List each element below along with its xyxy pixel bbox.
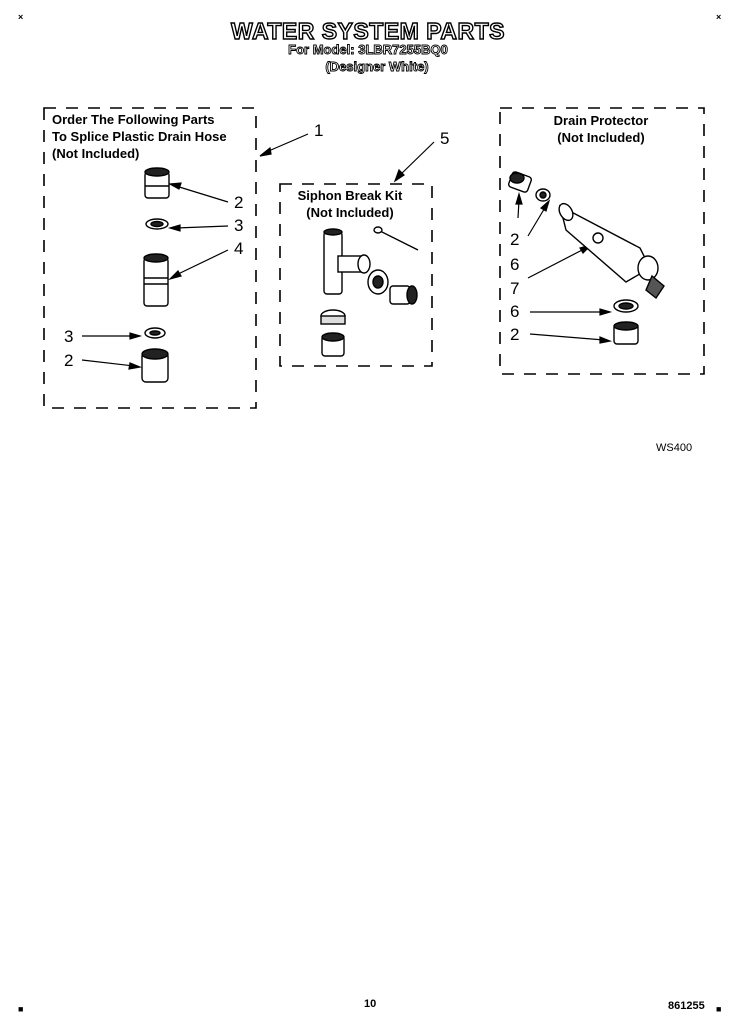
page-number: 10 bbox=[364, 998, 377, 1010]
page-title: WATER SYSTEM PARTS bbox=[230, 17, 505, 44]
callout-number: 5 bbox=[440, 129, 450, 148]
corner-mark-icon: ■ bbox=[18, 1004, 24, 1014]
siphon-panel-border bbox=[279, 183, 433, 367]
callout-number: 2 bbox=[234, 193, 244, 212]
corner-mark-icon: × bbox=[716, 12, 722, 22]
callout-number: 1 bbox=[314, 121, 324, 140]
callout-number: 6 bbox=[510, 255, 520, 274]
splice-panel-label: Order The Following Parts To Splice Plas… bbox=[52, 112, 227, 161]
color-line: (Designer White) bbox=[325, 59, 429, 75]
callout-number: 6 bbox=[510, 302, 520, 321]
callout-number: 2 bbox=[510, 325, 520, 344]
drain-panel-border bbox=[499, 107, 705, 375]
doc-number: 861255 bbox=[668, 1000, 705, 1012]
callout-number: 4 bbox=[234, 239, 244, 258]
siphon-panel-label: Siphon Break Kit (Not Included) bbox=[297, 188, 403, 220]
corner-mark-icon: ■ bbox=[716, 1004, 722, 1014]
diagram-code: WS400 bbox=[656, 442, 693, 454]
corner-mark-icon: × bbox=[18, 12, 24, 22]
callout-number: 2 bbox=[64, 351, 74, 370]
callout-number: 2 bbox=[510, 230, 520, 249]
model-line: For Model: 3LBR7255BQ0 bbox=[288, 42, 449, 58]
callout-number: 7 bbox=[510, 279, 520, 298]
callout-number: 3 bbox=[64, 327, 74, 346]
splice-panel-border bbox=[43, 107, 257, 409]
drain-panel-label: Drain Protector (Not Included) bbox=[553, 113, 649, 145]
callout-number: 3 bbox=[234, 216, 244, 235]
